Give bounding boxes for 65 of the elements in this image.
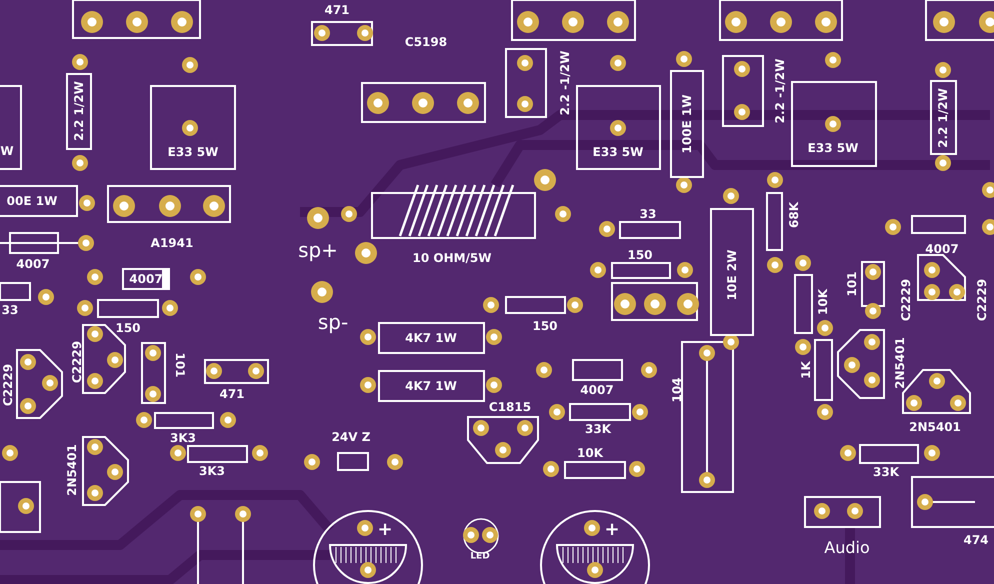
silkscreen-label: 471: [219, 388, 245, 400]
silkscreen-label: 150: [627, 249, 653, 261]
resistor-outline: [791, 81, 877, 167]
silkscreen-label: 2N5401: [66, 444, 78, 496]
silkscreen-label: 3K3: [170, 432, 196, 444]
component-value: 100E 1W: [681, 94, 693, 154]
resistor-outline: [378, 370, 485, 402]
silkscreen-label: 10K: [817, 289, 829, 315]
component-value: E33 5W: [168, 146, 218, 158]
component-value: W: [0, 145, 14, 157]
silkscreen-label: 4007: [925, 243, 959, 255]
silkscreen-label: +: [604, 521, 620, 539]
component-value: 2.2 -1/2W: [774, 58, 786, 124]
silkscreen-label: 101: [846, 271, 858, 297]
resistor-outline: [378, 322, 485, 354]
silkscreen-label: 33: [640, 208, 656, 220]
silkscreen-label: 33K: [873, 466, 899, 478]
silkscreen-label: 150: [532, 320, 558, 332]
silkscreen-label: 10 OHM/5W: [412, 252, 492, 264]
silkscreen-label: 1K: [800, 361, 812, 379]
resistor-outline: [670, 70, 704, 178]
silkscreen-label: 2N5401: [894, 337, 906, 389]
diode-outline: [122, 268, 170, 290]
silkscreen-label: 33K: [585, 423, 611, 435]
silkscreen-label: 24V Z: [332, 431, 370, 443]
resistor-outline: [710, 208, 754, 336]
silkscreen-label: 104: [671, 377, 683, 403]
silkscreen-label: +: [377, 521, 393, 539]
component-value: 10E 2W: [726, 250, 738, 300]
silkscreen-label: 3K3: [199, 465, 225, 477]
silkscreen-label: C2229: [2, 364, 14, 406]
silkscreen-label: 4007: [580, 384, 614, 396]
resistor-outline: [930, 80, 957, 155]
silkscreen-label: sp+: [298, 240, 338, 260]
resistor-outline: [66, 73, 92, 150]
silkscreen-label: C5198: [404, 36, 448, 48]
silkscreen-label: C2229: [976, 278, 988, 322]
resistor-outline: [150, 85, 236, 170]
component-value: E33 5W: [592, 146, 644, 158]
component-value: E33 5W: [808, 142, 858, 154]
silkscreen-label: 2N5401: [909, 421, 961, 433]
resistor-outline: [576, 85, 661, 170]
silkscreen-label: Audio: [824, 540, 870, 556]
silkscreen-label: 68K: [788, 202, 800, 228]
silkscreen-label: 10K: [577, 447, 603, 459]
resistor-outline: [0, 185, 78, 217]
silkscreen-label: sp-: [318, 312, 348, 332]
component-value: 00E 1W: [6, 195, 58, 207]
silkscreen-label: A1941: [150, 237, 194, 249]
component-value: 4K7 1W: [405, 332, 457, 344]
component-value: 2.2 -1/2W: [559, 50, 571, 116]
silkscreen-label: C1815: [488, 401, 532, 413]
component-value: 4K7 1W: [405, 380, 457, 392]
component-value: 2.2 1/2W: [73, 81, 85, 141]
silkscreen-label: 101: [174, 352, 186, 378]
silkscreen-label: 4007: [16, 258, 50, 270]
silkscreen-label: 471: [324, 4, 350, 16]
silkscreen-label: 33: [2, 304, 18, 316]
component-value: 2.2 1/2W: [937, 88, 949, 148]
component-value: 4007: [129, 273, 163, 285]
silkscreen-label: C2229: [900, 278, 912, 322]
silkscreen-label: 150: [115, 322, 141, 334]
silkscreen-label: 474: [963, 534, 989, 546]
resistor-outline: [0, 85, 22, 170]
silkscreen-label: C2229: [71, 340, 83, 384]
